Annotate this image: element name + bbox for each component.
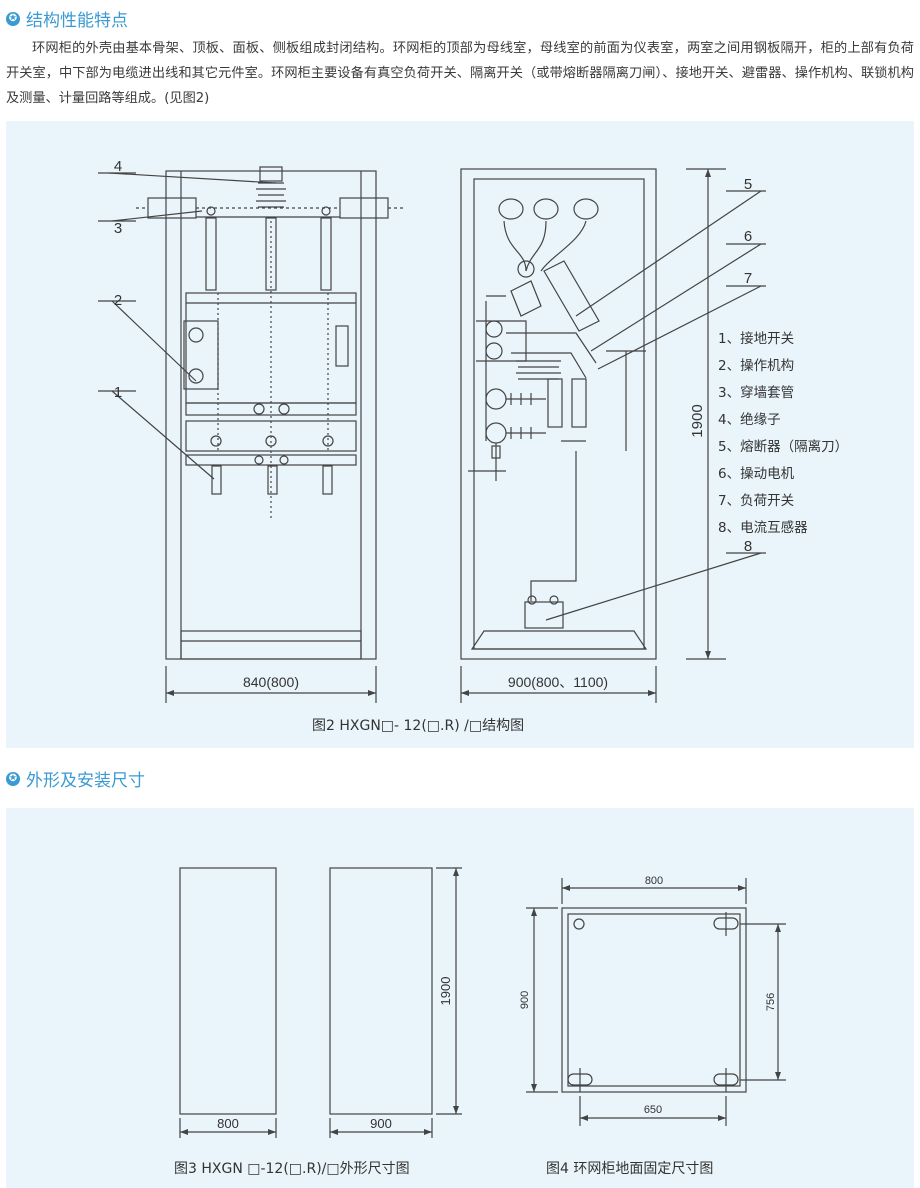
label-2: 2 [114,292,122,309]
dim-front-width: 840(800) [243,674,299,690]
label-7: 7 [744,270,752,287]
fig4-dim-top: 800 [645,875,663,887]
section-title-text: 外形及安装尺寸 [26,771,145,791]
star-circle-icon: ✪ [6,11,20,26]
legend-item: 1、接地开关 [718,331,795,347]
legend-item: 2、操作机构 [718,358,795,374]
section-title-structure: ✪ 结构性能特点 [6,6,128,31]
dim-height: 1900 [689,404,706,437]
label-1: 1 [114,384,122,401]
fig3-dim-front-width: 800 [217,1116,239,1131]
fig4-dim-bottom: 650 [644,1104,662,1116]
intro-paragraph: 环网柜的外壳由基本骨架、顶板、面板、侧板组成封闭结构。环网柜的顶部为母线室，母线… [6,41,914,106]
figure3-4-drawing: 800 900 1900 800 900 756 650 [179,867,786,1138]
front-outline [179,867,277,1115]
figure2-caption: 图2 HXGN□- 12(□.R) /□结构图 [312,718,525,734]
label-4: 4 [114,158,122,175]
component-legend: 1、接地开关 2、操作机构 3、穿墙套管 4、绝缘子 5、熔断器（隔离刀） 6、… [718,326,848,542]
current-transformer [524,601,564,629]
legend-item: 4、绝缘子 [718,412,781,428]
fig3-dim-height: 1900 [438,977,453,1006]
floor-plate [561,907,747,1093]
figure2-drawing: 4 3 2 1 5 6 7 8 840(800) 900(800、1100) 1… [98,158,766,703]
fig4-dim-left: 900 [519,991,531,1009]
figure2-panel: 4 3 2 1 5 6 7 8 840(800) 900(800、1100) 1… [6,121,914,748]
legend-item: 5、熔断器（隔离刀） [718,439,849,455]
dim-side-width: 900(800、1100) [508,674,608,690]
figure3-4-panel: 800 900 1900 800 900 756 650 图3 HXGN □-1… [6,808,914,1188]
figure4-caption: 图4 环网柜地面固定尺寸图 [546,1161,714,1177]
label-6: 6 [744,228,752,245]
fig4-dim-right: 756 [765,993,777,1011]
label-8: 8 [744,538,752,555]
label-5: 5 [744,176,752,193]
label-3: 3 [114,220,122,237]
fig3-dim-side-width: 900 [370,1116,392,1131]
section-title-dimensions: ✪ 外形及安装尺寸 [6,766,145,791]
figure3-caption: 图3 HXGN □-12(□.R)/□外形尺寸图 [174,1161,410,1177]
legend-item: 8、电流互感器 [718,520,808,536]
star-circle-icon: ✪ [6,771,20,786]
legend-item: 3、穿墙套管 [718,385,795,401]
legend-item: 6、操动电机 [718,466,795,482]
fuse-body [543,260,600,332]
legend-item: 7、负荷开关 [718,493,795,509]
side-outline [329,867,433,1115]
section-title-text: 结构性能特点 [26,11,128,31]
side-frame [460,168,657,660]
